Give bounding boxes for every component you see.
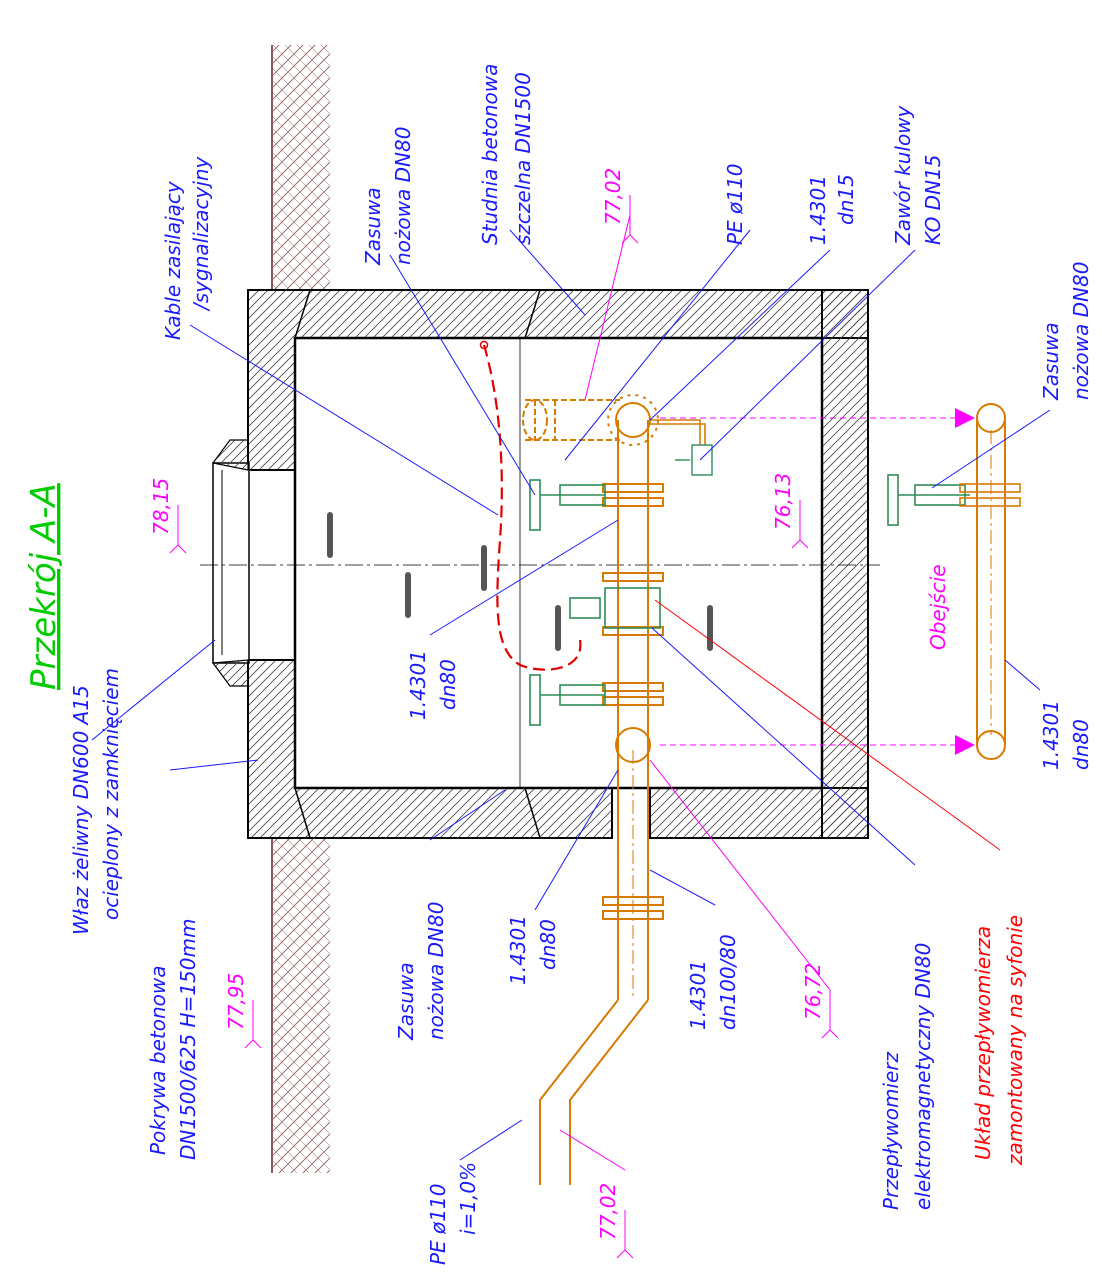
bypass-pipe: [976, 403, 1006, 760]
label-steel-bypass-2: dn80: [1069, 719, 1093, 770]
label-cover-1: Pokrywa betonowa: [146, 965, 170, 1155]
label-steel-riser-2: dn80: [536, 919, 560, 970]
label-cover-2: DN1500/625 H=150mm: [176, 919, 200, 1160]
label-steel-mid-2: dn80: [436, 659, 460, 710]
soil-bottom: [272, 838, 330, 1173]
soil-top: [272, 45, 330, 290]
label-ball-valve-1: Zawór kulowy: [891, 104, 915, 246]
label-hatch-2: ocieplony z zamknięciem: [99, 668, 123, 920]
label-well-2: szczelna DN1500: [511, 72, 535, 245]
elev-inlet: 77,02: [596, 1183, 620, 1240]
label-gate-bypass-2: nożowa DN80: [1069, 262, 1093, 400]
siphon-leader: [654, 599, 1001, 851]
elev-hatch-top: 78,15: [149, 478, 173, 535]
label-gate-bottom-1: Zasuwa: [394, 962, 418, 1041]
label-siphon-2: zamontowany na syfonie: [1003, 915, 1027, 1166]
label-steel-reducer-1: 1.4301: [686, 960, 710, 1030]
leader-lines: [91, 229, 1051, 1161]
label-gate-top-1: Zasuwa: [361, 187, 385, 266]
label-steel-dn15-1: 1.4301: [806, 175, 830, 245]
label-steel-riser-1: 1.4301: [506, 915, 530, 985]
label-pe-inlet-2: i=1,0%: [456, 1162, 480, 1235]
elev-pe-top: 77,02: [601, 168, 625, 225]
label-steel-dn15-2: dn15: [834, 174, 858, 225]
label-siphon-1: Układ przepływomierza: [971, 926, 995, 1160]
title: Przekrój A-A: [24, 483, 64, 690]
elev-bypass-axis: 76,13: [771, 473, 795, 530]
gate-valve-lower: [529, 674, 606, 726]
projection-lines: [660, 417, 965, 746]
manhole-frame: [212, 462, 250, 664]
label-pe-top: PE ø110: [723, 164, 747, 245]
label-gate-bypass-1: Zasuwa: [1039, 322, 1063, 401]
main-piping: [522, 394, 706, 1185]
label-hatch-1: Właz żeliwny DN600 A15: [69, 685, 93, 935]
label-gate-top-2: nożowa DN80: [391, 127, 415, 265]
label-flowmeter-2: elektromagnetyczny DN80: [911, 943, 935, 1210]
well-floor: [821, 289, 869, 839]
elev-ground: 77,95: [224, 973, 248, 1030]
elev-bottom-pipe: 76,72: [801, 963, 825, 1020]
flowmeter: [569, 587, 661, 629]
ball-valve: [675, 444, 713, 476]
cover-slab-top: [247, 289, 869, 471]
label-steel-reducer-2: dn100/80: [716, 934, 740, 1030]
label-flowmeter-1: Przepływomierz: [879, 1051, 903, 1210]
gate-valve-bypass: [887, 474, 1021, 526]
gate-valve-upper: [529, 479, 606, 531]
label-cable-2: /sygnalizacyjny: [189, 155, 213, 312]
power-cable: [482, 344, 582, 671]
concrete-well: [200, 289, 880, 839]
label-ball-valve-2: KO DN15: [921, 155, 945, 246]
ladder-rungs: [327, 512, 713, 651]
label-well-1: Studnia betonowa: [478, 64, 502, 245]
label-steel-mid-1: 1.4301: [406, 650, 430, 720]
label-steel-bypass-1: 1.4301: [1039, 700, 1063, 770]
label-cable-1: Kable zasilający: [161, 180, 185, 340]
label-gate-bottom-2: nożowa DN80: [424, 902, 448, 1040]
label-pe-inlet-1: PE ø110: [426, 1184, 450, 1265]
label-bypass: Obejście: [926, 564, 950, 650]
soil: [271, 45, 330, 1173]
